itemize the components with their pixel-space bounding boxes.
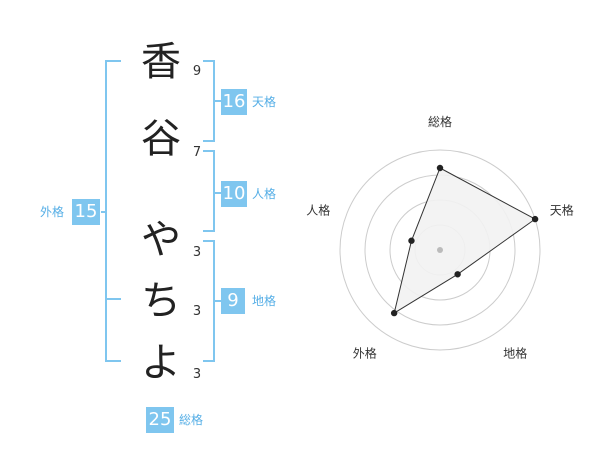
gaikaku-bracket <box>105 60 121 362</box>
radar-axis-label-5: 人格 <box>306 202 330 217</box>
radar-point-5 <box>408 237 415 244</box>
name-char-4: ち <box>141 278 181 324</box>
stroke-count-3: 3 <box>192 245 202 260</box>
gaikaku-label: 外格 <box>40 205 65 219</box>
soukaku-label: 総格 <box>179 413 204 427</box>
gaikaku-bracket-divider <box>105 298 121 300</box>
name-char-2: 谷 <box>141 116 181 162</box>
name-char-3: や <box>141 217 181 263</box>
radar-axis-label-4: 外格 <box>353 346 377 361</box>
stroke-count-5: 3 <box>192 367 202 382</box>
stroke-count-4: 3 <box>192 304 202 319</box>
tenkaku-connector <box>213 100 221 102</box>
jinkaku-bracket <box>203 150 215 232</box>
radar-ring-4 <box>339 149 541 351</box>
soukaku-badge: 25 <box>146 407 174 433</box>
radar-point-2 <box>531 215 539 223</box>
radar-point-1 <box>436 164 444 172</box>
radar-center-dot <box>437 247 443 253</box>
name-char-1: 香 <box>141 39 181 85</box>
radar-point-3 <box>454 271 461 278</box>
name-char-5: よ <box>141 340 181 386</box>
chikaku-badge: 9 <box>221 288 245 314</box>
tenkaku-label: 天格 <box>252 95 277 109</box>
jinkaku-label: 人格 <box>252 187 277 201</box>
radar-axis-label-2: 天格 <box>550 202 574 217</box>
tenkaku-badge: 16 <box>221 89 247 115</box>
radar-axis-label-3: 地格 <box>503 346 527 361</box>
stroke-count-2: 7 <box>192 145 202 160</box>
chikaku-label: 地格 <box>252 294 277 308</box>
radar-axis-label-1: 総格 <box>428 114 452 129</box>
radar-polygon <box>393 167 537 315</box>
gaikaku-connector <box>101 211 107 213</box>
jinkaku-connector <box>213 192 221 194</box>
gaikaku-badge: 15 <box>72 199 100 225</box>
stroke-count-1: 9 <box>192 64 202 79</box>
radar-point-4 <box>390 309 398 317</box>
jinkaku-badge: 10 <box>221 181 247 207</box>
chikaku-connector <box>213 300 221 302</box>
